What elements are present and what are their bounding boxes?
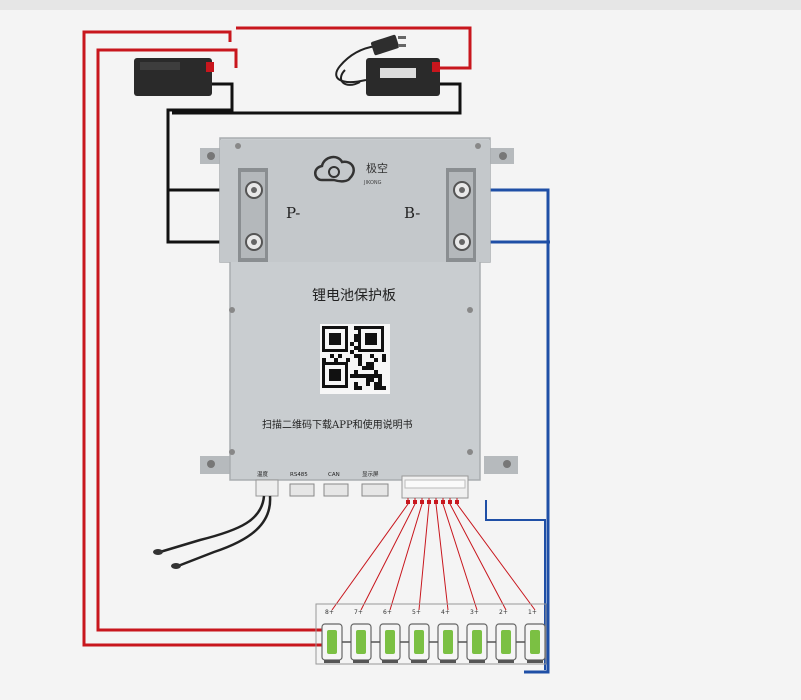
balance-pin <box>448 500 452 504</box>
cell-label: 7+ <box>354 609 363 616</box>
battery-cell <box>408 623 430 663</box>
balance-pin <box>420 500 424 504</box>
balance-pin <box>427 500 431 504</box>
brand-subtitle: JIKONG <box>363 180 382 186</box>
red-wire-charger <box>236 26 472 70</box>
can-connector-label: CAN <box>328 472 340 478</box>
balance-pin <box>413 500 417 504</box>
balance-wires <box>331 498 536 611</box>
cell-label: 1+ <box>528 609 537 616</box>
rs485-connector-label: RS485 <box>290 472 308 478</box>
charger-device <box>366 58 440 96</box>
cell-pack: 8+ 7+ 6+ 5+ 4+ 3+ 2+ 1+ <box>315 603 547 665</box>
balance-pin <box>455 500 459 504</box>
battery-cell <box>321 623 343 663</box>
power-plug-icon <box>335 34 406 86</box>
cell-label: 4+ <box>441 609 450 616</box>
battery-cell <box>524 623 546 663</box>
blue-wire-sense <box>485 500 546 670</box>
cell-label: 8+ <box>325 609 334 616</box>
load-device <box>134 58 214 96</box>
balance-pin <box>406 500 410 504</box>
black-wire-charger <box>172 82 462 115</box>
p-minus-terminal <box>238 168 268 262</box>
battery-cell <box>437 623 459 663</box>
cell-label: 5+ <box>412 609 421 616</box>
board-title: 锂电池保护板 <box>312 288 396 304</box>
blue-wire-1 <box>470 188 550 674</box>
cloud-logo-icon <box>314 155 355 183</box>
balance-pin <box>434 500 438 504</box>
qr-code-icon <box>320 324 390 394</box>
top-border <box>0 0 801 10</box>
red-wire-inner <box>96 48 322 632</box>
battery-cell <box>350 623 372 663</box>
cell-label: 2+ <box>499 609 508 616</box>
p-minus-label: P- <box>286 204 300 222</box>
connector-row <box>255 475 469 499</box>
cell-label: 6+ <box>383 609 392 616</box>
battery-cell <box>495 623 517 663</box>
cell-pack-frame <box>315 603 547 665</box>
red-wire-outer <box>82 30 330 647</box>
battery-cell <box>466 623 488 663</box>
temp-connector-label: 温度 <box>257 470 269 478</box>
b-minus-terminal <box>446 168 476 262</box>
b-minus-label: B- <box>404 204 420 222</box>
cell-label: 3+ <box>470 609 479 616</box>
battery-cell <box>379 623 401 663</box>
display-connector-label: 显示屏 <box>362 471 379 478</box>
temperature-sensor <box>153 495 272 569</box>
balance-pin <box>441 500 445 504</box>
black-wire-load <box>166 82 248 192</box>
brand-name: 极空 <box>366 161 388 175</box>
board-instruction: 扫描二维码下载APP和使用说明书 <box>262 418 413 431</box>
